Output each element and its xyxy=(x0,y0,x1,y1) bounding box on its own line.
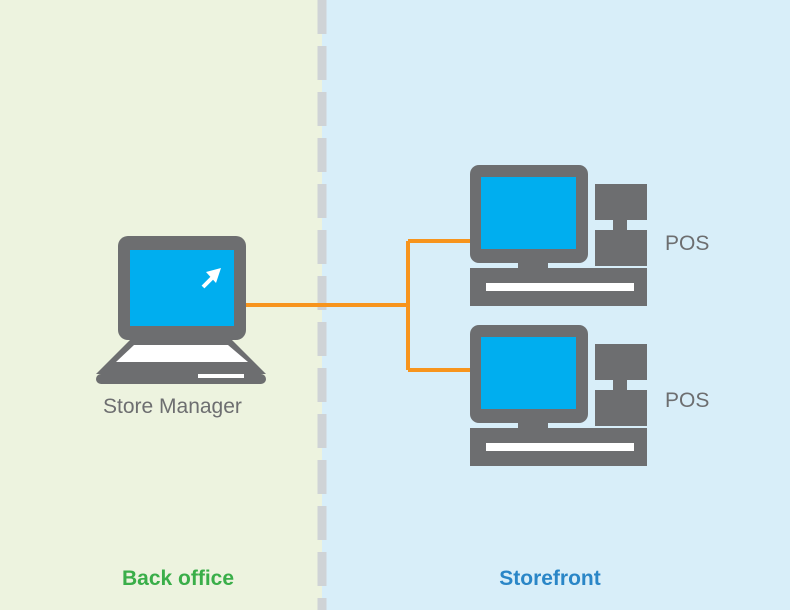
storefront-label: Storefront xyxy=(499,567,601,590)
back-office-label: Back office xyxy=(121,567,235,590)
network-connectors xyxy=(246,239,470,372)
store-manager-label: Store Manager xyxy=(103,395,242,418)
pos-label-top: POS xyxy=(665,232,710,255)
pos-terminal-icon-bottom xyxy=(470,325,647,466)
pos-label-bottom: POS xyxy=(665,389,710,412)
laptop-icon xyxy=(96,236,266,384)
pos-terminal-icon-top xyxy=(470,165,647,306)
cursor-arrow-icon xyxy=(201,268,221,289)
